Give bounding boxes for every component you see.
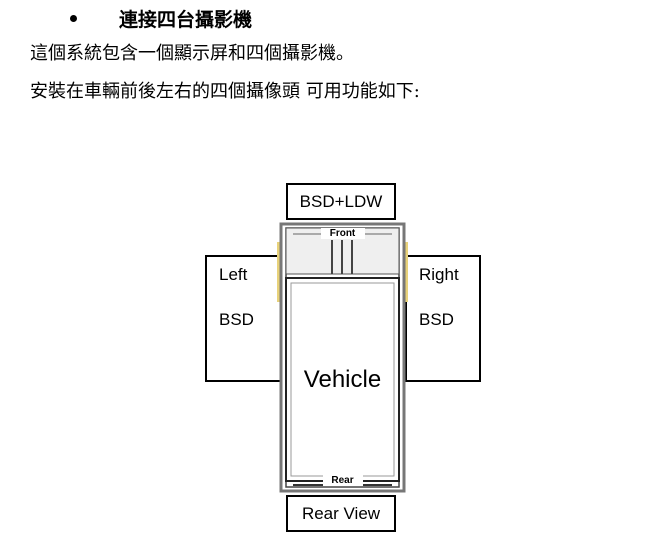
rear-label: Rear — [322, 475, 363, 486]
vehicle-label: Vehicle — [303, 366, 382, 393]
rear-camera-box: Rear View — [286, 495, 396, 532]
bullet-icon — [70, 14, 77, 22]
left-camera-box: Left BSD — [205, 255, 282, 382]
paragraph-2: 安裝在車輛前後左右的四個攝像頭 可用功能如下: — [30, 81, 420, 102]
left-camera-label: Left — [219, 265, 248, 284]
paragraph-1: 這個系統包含一個顯示屏和四個攝影機。 — [30, 43, 354, 64]
section-heading: 連接四台攝影機 — [70, 4, 252, 32]
front-camera-label: BSD+LDW — [299, 192, 383, 211]
right-camera-label: Right — [419, 265, 459, 284]
right-camera-box: Right BSD — [405, 255, 481, 382]
vehicle-outline: Front Vehicle Rear — [277, 222, 408, 493]
left-camera-function: BSD — [219, 310, 254, 329]
front-camera-box: BSD+LDW — [286, 183, 396, 220]
rear-camera-label: Rear View — [301, 504, 381, 523]
vehicle-drawing — [277, 222, 408, 493]
left-sensor-strip — [277, 242, 281, 302]
front-label: Front — [320, 228, 365, 239]
right-sensor-strip — [404, 242, 408, 302]
heading-title: 連接四台攝影機 — [119, 8, 253, 31]
right-camera-function: BSD — [419, 310, 454, 329]
